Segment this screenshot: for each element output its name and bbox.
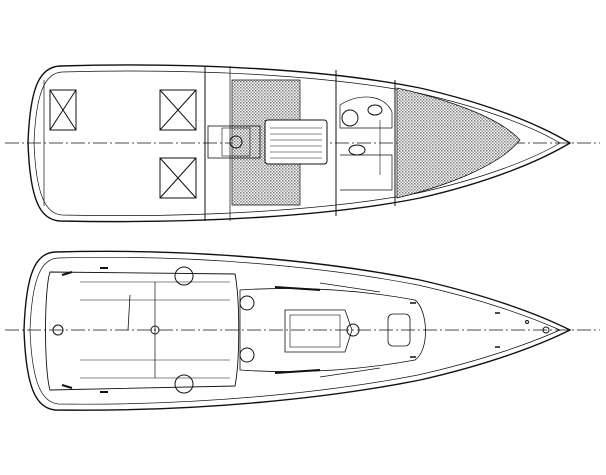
companionway-hatch: [284, 309, 353, 353]
winch: [174, 374, 194, 394]
sheer-inner: [33, 70, 561, 216]
deck-plan-view: [5, 250, 600, 411]
stern-fitting: [52, 324, 64, 336]
interior-plan-view: [5, 64, 600, 223]
bow-fitting: [542, 326, 550, 334]
engine-box: [207, 125, 261, 159]
deck-hatch-boxes: [49, 89, 197, 199]
hull-outline: [27, 64, 572, 223]
vberth-hatch: [396, 87, 521, 199]
winch: [239, 347, 255, 363]
forehatch: [387, 313, 411, 347]
saloon-table: [264, 119, 328, 165]
hull-outline: [23, 250, 572, 411]
toilet: [341, 109, 359, 127]
head-compartment: [339, 96, 393, 129]
mast: [346, 323, 360, 337]
steering-pedestal: [150, 325, 160, 335]
winch: [239, 295, 255, 311]
cockpit-outline: [45, 271, 240, 391]
toerail: [29, 256, 561, 405]
winch: [174, 266, 194, 286]
